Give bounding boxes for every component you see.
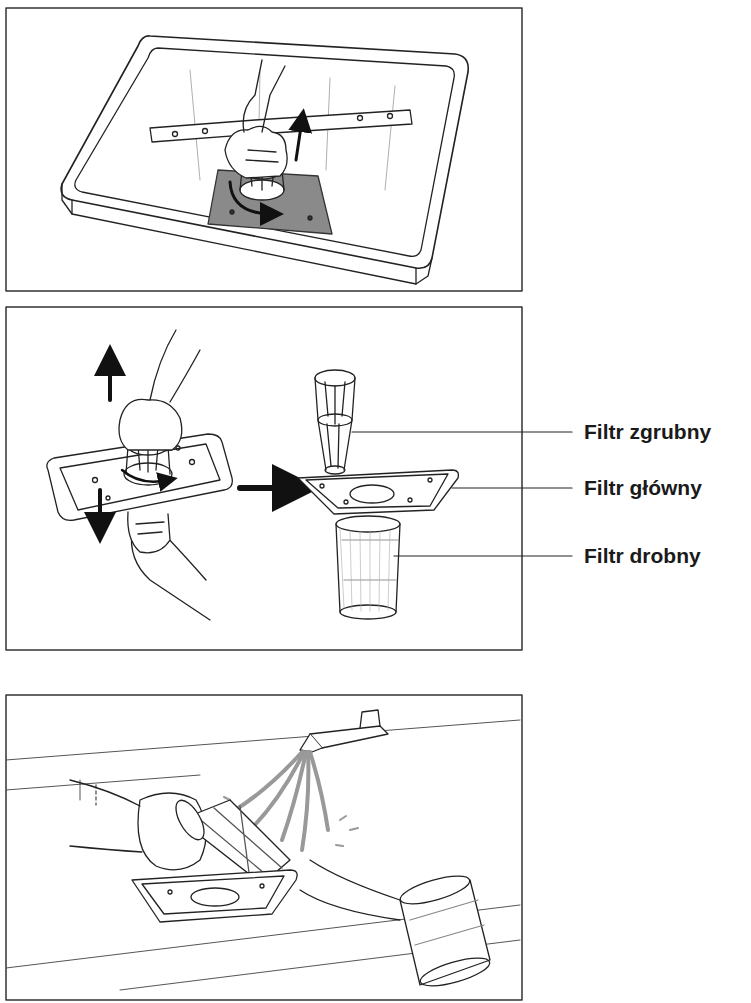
hand-shape (70, 780, 142, 852)
fine-filter-shape (336, 524, 400, 612)
main-filter (132, 870, 297, 922)
main-filter-shape (132, 870, 297, 922)
rotation-arrow-shape (296, 120, 302, 160)
rotation-arrow (230, 120, 302, 214)
hand (119, 330, 210, 620)
main-filter-shape (320, 484, 324, 488)
leader-line-shape (452, 487, 572, 488)
coarse-filter-shape (315, 378, 355, 470)
water-stream-shape (302, 752, 308, 850)
hand-shape (243, 60, 285, 132)
spray-arm-shape (358, 116, 363, 121)
fine-filter-shape (410, 900, 484, 945)
leader-line (352, 432, 572, 556)
direction-arrow-shape (108, 360, 112, 400)
rotation-arrow (122, 470, 168, 482)
faucet-shape (360, 710, 380, 728)
direction-arrow (100, 360, 296, 528)
fine-filter-shape (340, 605, 396, 619)
hand-shape (136, 522, 164, 534)
main-filter-shape (260, 884, 264, 888)
spray-arm-shape (173, 132, 178, 137)
hand (70, 780, 400, 920)
sump-plate (208, 170, 332, 234)
coarse-filter-shape (170, 796, 209, 844)
coarse-filter-shape (325, 382, 345, 468)
fine-filter (336, 516, 400, 619)
filter-plate-shape (106, 496, 110, 500)
main-filter-shape (298, 470, 458, 514)
main-filter-shape (408, 498, 412, 502)
tub-base (61, 36, 468, 284)
fine-filter-shape (418, 952, 493, 991)
sink-shape (6, 720, 520, 990)
hand-shape (225, 126, 287, 178)
hand-shape (300, 860, 400, 920)
coarse-filter (315, 370, 355, 474)
main-filter-shape (191, 888, 239, 906)
sump-plate-shape (308, 216, 312, 220)
spray-arm-shape (388, 114, 393, 119)
part-label: Filtr główny (584, 476, 702, 500)
part-label: Filtr drobny (584, 544, 701, 568)
coarse-filter-shape (325, 466, 345, 474)
rotation-arrow-shape (122, 470, 168, 482)
main-filter-shape (344, 500, 348, 504)
faucet (300, 710, 388, 752)
main-filter (298, 470, 458, 514)
leader-line-shape (394, 555, 572, 556)
hand-shape (150, 330, 200, 402)
sink (6, 720, 520, 990)
sump-plate-shape (230, 210, 234, 214)
spray-arm-shape (203, 129, 208, 134)
water-stream-shape (282, 752, 306, 840)
water-stream-shape (310, 752, 328, 830)
water-stream-shape (232, 752, 302, 812)
hand-shape (128, 512, 170, 553)
hand-shape (246, 150, 278, 162)
main-filter-shape (168, 890, 172, 894)
sump-plate-shape (208, 170, 332, 234)
coarse-filter-shape (315, 370, 355, 386)
panel-frame-shape (6, 695, 522, 1000)
filter-plate-shape (93, 478, 98, 483)
fine-filter-shape (340, 528, 390, 611)
panel-frame-shape (6, 307, 522, 650)
filter-plate-shape (190, 460, 195, 465)
main-filter-shape (142, 876, 284, 914)
coarse-filter-shape (196, 806, 282, 880)
fine-filter-shape (336, 516, 400, 532)
direction-arrow-shape (98, 490, 102, 528)
tub-base-shape (75, 48, 454, 256)
part-label: Filtr zgrubny (584, 420, 711, 444)
main-filter-shape (428, 478, 432, 482)
panel-frame-shape (6, 8, 522, 291)
rotation-arrow-shape (230, 182, 272, 214)
hand-shape (119, 399, 182, 450)
hand (225, 60, 287, 178)
tub-base-shape (415, 268, 416, 284)
direction-arrow-shape (240, 485, 296, 491)
panel-frame (6, 8, 522, 1000)
faucet-shape (310, 726, 388, 748)
main-filter-shape (306, 474, 448, 508)
faucet-shape (300, 734, 322, 752)
fine-filter-shape (398, 870, 473, 909)
main-filter-shape (350, 485, 394, 503)
tub-base-shape (61, 36, 468, 268)
leader-line-shape (352, 431, 572, 432)
fine-filter (398, 870, 493, 991)
tub-base-shape (71, 200, 72, 214)
